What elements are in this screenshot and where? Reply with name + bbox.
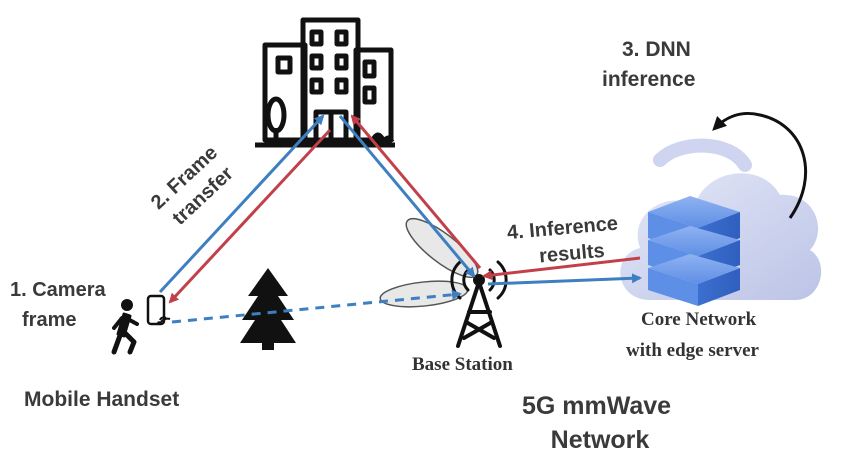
downlink-arrows — [168, 114, 641, 304]
camera-frame-label: 1. Camera frame — [10, 279, 111, 331]
uplink-arrows — [158, 114, 642, 324]
phone-icon — [146, 294, 171, 326]
dnn-inference-label: 3. DNN inference — [602, 38, 697, 91]
network-label: 5G mmWave Network — [522, 392, 678, 454]
dnn-loop-arrow — [712, 112, 807, 219]
server-stack-icon — [648, 196, 740, 306]
core-network-label: Core Network with edge server — [626, 309, 761, 361]
building-icon — [255, 17, 395, 148]
mobile-handset-label: Mobile Handset — [24, 388, 179, 411]
pedestrian-icon — [111, 299, 139, 355]
tree-icon — [240, 268, 296, 350]
base-station-label: Base Station — [412, 354, 513, 375]
